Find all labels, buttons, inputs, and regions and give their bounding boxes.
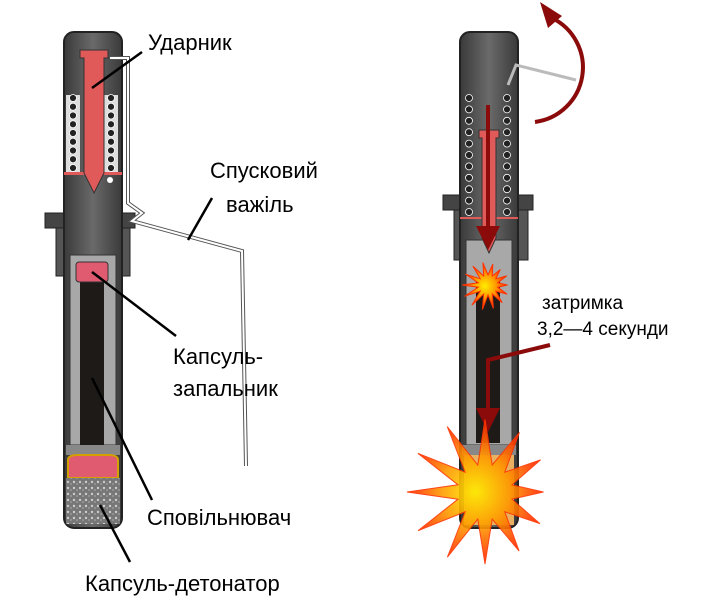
spring-coil	[503, 162, 511, 171]
spring-coil	[107, 102, 115, 111]
label-primer-1: Капсуль-	[173, 344, 263, 369]
spring-coil	[69, 155, 77, 164]
primer-explosion-icon	[462, 262, 508, 310]
spring-coil	[69, 146, 77, 155]
spring-coil	[503, 173, 511, 182]
spring-coil	[69, 111, 77, 120]
spring-coil	[69, 137, 77, 146]
spring-coil	[465, 173, 473, 182]
spring-coil	[107, 94, 115, 102]
spring-coil	[465, 196, 473, 205]
delay-charge	[80, 282, 104, 445]
striker	[79, 49, 109, 195]
label-delay-time-2: 3,2—4 секунди	[537, 319, 669, 340]
spring-coil	[465, 185, 473, 194]
spring-coil	[503, 208, 511, 216]
spring-coil	[503, 128, 511, 137]
spring-coil	[465, 151, 473, 159]
label-delay-time-1: затримка	[542, 293, 624, 314]
spring-coil	[465, 116, 473, 125]
spring-coil	[503, 139, 511, 148]
spring-coil	[465, 105, 473, 114]
spring-coil	[69, 129, 77, 137]
label-detonator: Капсуль-детонатор	[85, 571, 280, 596]
spring-coil	[503, 94, 511, 102]
delay-arrow	[476, 343, 551, 432]
spring-coil	[107, 111, 115, 120]
lever-released	[506, 63, 577, 86]
spring-coil	[465, 139, 473, 148]
spring-coil	[503, 116, 511, 125]
spring-coil	[503, 185, 511, 194]
detonator-charge	[66, 478, 120, 524]
spring-coil	[107, 120, 115, 129]
detonator-explosion-icon	[406, 419, 544, 565]
spring-coil	[69, 164, 77, 172]
spring-coil	[465, 128, 473, 137]
label-lever-1: Спусковий	[210, 158, 318, 183]
spring-coil	[107, 155, 115, 164]
spring-coil	[503, 151, 511, 159]
spring-coil	[503, 105, 511, 114]
leader-lines	[90, 50, 214, 563]
spring-coil	[107, 137, 115, 146]
spring-coil	[465, 208, 473, 216]
label-lever-2: важіль	[226, 192, 294, 217]
spring-coil	[107, 164, 115, 172]
spring-coil	[69, 120, 77, 129]
spring-coil	[107, 129, 115, 137]
spring-coil	[69, 94, 77, 102]
spring-coil	[69, 102, 77, 111]
spring-coil	[503, 196, 511, 205]
rotation-arrow	[534, 16, 585, 124]
fuse-after	[406, 2, 585, 565]
spring-coil	[465, 94, 473, 102]
label-primer-2: запальник	[173, 376, 278, 401]
fuse-before	[44, 31, 248, 529]
label-striker: Ударник	[148, 30, 232, 55]
spring-coil	[465, 162, 473, 171]
detonator-cap	[67, 454, 119, 479]
spring-coil	[107, 146, 115, 155]
label-delay: Сповільнювач	[147, 505, 291, 530]
